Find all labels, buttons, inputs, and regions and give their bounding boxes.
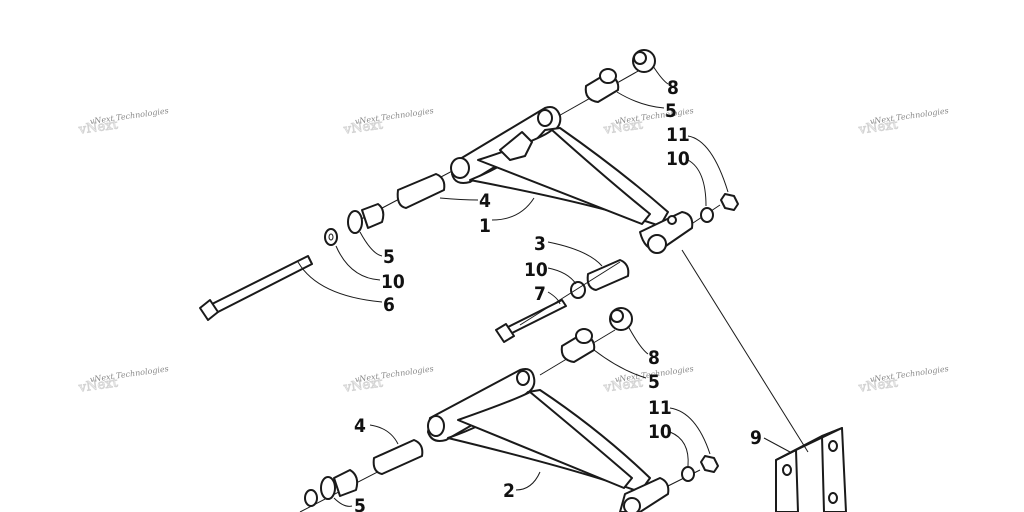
svg-text:10: 10 — [648, 421, 672, 443]
callout-10-upper-right: 10 — [666, 148, 707, 207]
bushing-lower-top — [560, 328, 596, 363]
svg-text:10: 10 — [524, 259, 548, 281]
svg-text:vNext: vNext — [342, 375, 384, 396]
nut-upper-right — [720, 193, 739, 211]
svg-text:4: 4 — [354, 415, 366, 437]
watermark-text: vNext Technologies — [354, 106, 434, 126]
bushing-upper-left — [396, 173, 446, 209]
callout-4-lower: 4 — [354, 415, 399, 445]
svg-text:8: 8 — [648, 347, 660, 369]
bracket-leader — [763, 437, 791, 453]
nut-lower-right — [700, 455, 719, 473]
watermark-text: vNext Technologies — [89, 106, 169, 126]
callout-1: 1 — [479, 197, 535, 237]
watermark-1: vNext vNext Technologies — [77, 106, 170, 138]
callout-10-middle: 10 — [524, 259, 577, 285]
svg-text:vNext: vNext — [77, 375, 119, 396]
svg-text:1: 1 — [479, 215, 491, 237]
bolt-long — [199, 255, 313, 321]
watermark-text: vNext Technologies — [354, 364, 434, 384]
callout-5-upper-right: 5 — [616, 91, 677, 122]
callout-5-lower-right: 5 — [593, 349, 660, 393]
svg-text:vNext: vNext — [602, 375, 644, 396]
assembly-leader-line — [681, 249, 809, 453]
cap-lower — [609, 307, 633, 331]
washer-upper-left — [324, 228, 338, 246]
svg-text:5: 5 — [648, 371, 660, 393]
callout-4-upper: 4 — [439, 190, 491, 212]
watermark-4: vNext vNext Technologies — [857, 106, 950, 138]
bushing-middle — [586, 259, 630, 291]
svg-text:vNext: vNext — [602, 117, 644, 138]
bolt-short — [495, 299, 567, 343]
svg-text:vNext: vNext — [342, 117, 384, 138]
callout-8-lower: 8 — [627, 325, 660, 369]
svg-text:3: 3 — [534, 233, 546, 255]
watermark-8: vNext vNext Technologies — [857, 364, 950, 396]
callout-10-upper-left: 10 — [335, 245, 405, 293]
washer-lower-right — [681, 466, 695, 482]
svg-text:2: 2 — [503, 480, 515, 502]
callout-5-lower-left: 5 — [333, 495, 366, 512]
spacer-lower-left — [320, 469, 359, 500]
washer-hole — [328, 233, 334, 241]
svg-text:5: 5 — [383, 246, 395, 268]
watermark-text: vNext Technologies — [869, 364, 949, 384]
callout-5-upper-left: 5 — [359, 231, 395, 268]
watermark-text: vNext Technologies — [89, 364, 169, 384]
upper-a-arm — [450, 106, 694, 254]
svg-text:11: 11 — [648, 397, 672, 419]
mounting-bracket — [775, 427, 847, 512]
svg-text:vNext: vNext — [857, 117, 899, 138]
callout-8-upper: 8 — [652, 65, 679, 99]
svg-text:8: 8 — [667, 77, 679, 99]
svg-text:vNext: vNext — [77, 117, 119, 138]
svg-text:9: 9 — [750, 427, 762, 449]
watermark-5: vNext vNext Technologies — [77, 364, 170, 396]
washer-middle — [570, 281, 586, 299]
middle-axis-line — [519, 261, 621, 326]
bushing-upper-top — [584, 68, 620, 103]
callout-9: 9 — [750, 427, 762, 449]
callout-11-upper: 11 — [666, 124, 729, 193]
svg-text:6: 6 — [383, 294, 395, 316]
watermark-text: vNext Technologies — [869, 106, 949, 126]
washer-lower-left — [304, 489, 318, 507]
callout-3: 3 — [534, 233, 603, 267]
watermark-2: vNext vNext Technologies — [342, 106, 435, 138]
svg-text:10: 10 — [666, 148, 690, 170]
callout-7: 7 — [534, 283, 561, 305]
callout-2: 2 — [503, 471, 541, 502]
svg-text:11: 11 — [666, 124, 690, 146]
callout-10-lower-right: 10 — [648, 421, 689, 467]
watermark-6: vNext vNext Technologies — [342, 364, 435, 396]
svg-text:4: 4 — [479, 190, 491, 212]
bushing-lower-left — [372, 439, 424, 475]
svg-text:10: 10 — [381, 271, 405, 293]
svg-text:vNext: vNext — [857, 375, 899, 396]
svg-text:5: 5 — [354, 495, 366, 512]
washer-upper-right — [700, 207, 714, 223]
svg-text:7: 7 — [534, 283, 546, 305]
callout-6: 6 — [297, 261, 395, 316]
cap-upper — [632, 49, 656, 73]
svg-text:5: 5 — [665, 100, 677, 122]
callout-11-lower: 11 — [648, 397, 711, 455]
lower-a-arm — [427, 368, 670, 512]
spacer-upper-left — [347, 203, 385, 234]
